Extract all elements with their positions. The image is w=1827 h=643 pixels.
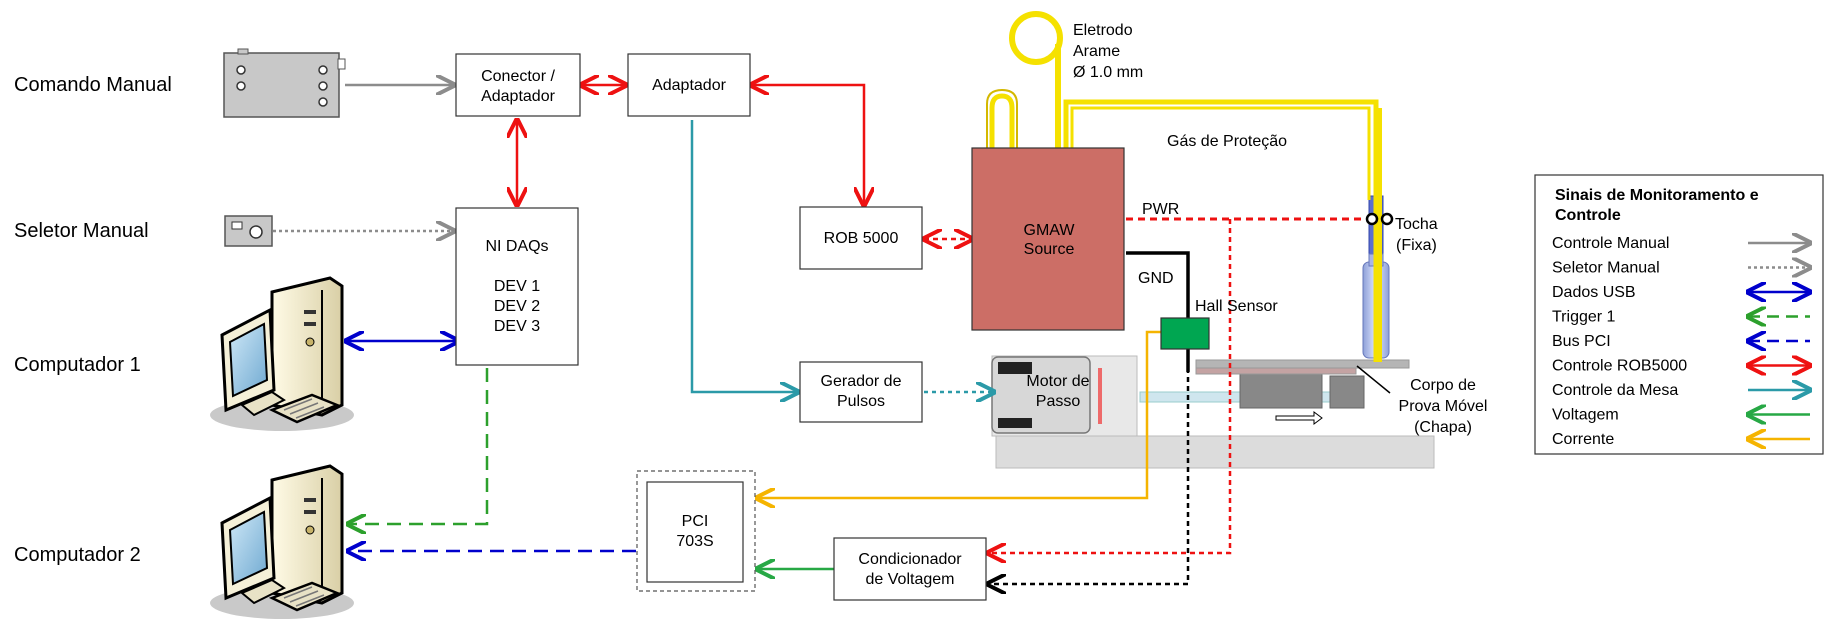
ni-daqs-box: NI DAQs DEV 1 DEV 2 DEV 3: [455, 207, 579, 366]
rob-5000-label: ROB 5000: [824, 230, 899, 247]
conector-line-2: Adaptador: [481, 88, 556, 105]
conector-adaptador-box: Conector / Adaptador: [455, 53, 581, 117]
legend: Sinais de Monitoramento e Controle Contr…: [1534, 174, 1824, 455]
corpo-line-1: Corpo de: [1410, 377, 1476, 394]
legend-box: [1534, 174, 1824, 455]
legend-item-label: Controle ROB5000: [1552, 358, 1687, 375]
hall-sensor-block: [1160, 317, 1210, 350]
legend-item-label: Corrente: [1552, 431, 1614, 448]
motor-line-2: Passo: [1036, 393, 1081, 410]
motor-line-1: Motor de: [1026, 373, 1089, 390]
legend-title-line-1: Sinais de Monitoramento e: [1555, 187, 1759, 204]
label-comando-manual: Comando Manual: [14, 74, 172, 96]
eletrodo-line-2: Arame: [1073, 43, 1120, 60]
torch-junction-wire: [1380, 212, 1394, 226]
legend-item-label: Seletor Manual: [1552, 260, 1660, 277]
rob-5000-box: ROB 5000: [799, 206, 923, 270]
label-computador-2: Computador 2: [14, 544, 141, 566]
label-seletor-manual: Seletor Manual: [14, 220, 149, 242]
ni-daqs-title: NI DAQs: [485, 238, 548, 255]
legend-item-label: Voltagem: [1552, 407, 1619, 424]
gerador-line-2: Pulsos: [837, 393, 885, 410]
pci-line-2: 703S: [676, 533, 713, 550]
connectors: [273, 85, 1391, 584]
desktop-computer-icon: [210, 464, 354, 619]
condicionador-voltagem-box: Condicionador de Voltagem: [833, 537, 987, 601]
condicionador-line-1: Condicionador: [858, 551, 962, 568]
gas-protecao-label: Gás de Proteção: [1167, 133, 1287, 150]
pci-line-1: PCI: [682, 513, 709, 530]
corpo-line-2: Prova Móvel: [1399, 398, 1488, 415]
legend-item-label: Controle da Mesa: [1552, 382, 1678, 399]
gerador-pulsos-box: Gerador de Pulsos: [799, 361, 923, 423]
adaptador-box: Adaptador: [627, 53, 751, 117]
pci-703s-box: PCI 703S: [636, 470, 756, 592]
legend-title-line-2: Controle: [1555, 207, 1621, 224]
gmaw-source-box: GMAW Source: [971, 147, 1125, 331]
eletrodo-line-1: Eletrodo: [1073, 22, 1133, 39]
torch-junction-pwr: [1365, 212, 1379, 226]
ni-daqs-dev1: DEV 1: [494, 278, 540, 295]
corpo-line-3: (Chapa): [1414, 419, 1472, 436]
label-computador-1: Computador 1: [14, 354, 141, 376]
legend-item-label: Bus PCI: [1552, 333, 1611, 350]
legend-item-label: Trigger 1: [1552, 309, 1616, 326]
legend-item-label: Dados USB: [1552, 284, 1636, 301]
tocha-line-2: (Fixa): [1396, 237, 1437, 254]
stepper-motor-illustration: [991, 356, 1102, 434]
ni-daqs-dev2: DEV 2: [494, 298, 540, 315]
pwr-label: PWR: [1142, 201, 1179, 218]
gmaw-line-1: GMAW: [1024, 222, 1076, 239]
selector-switch-icon: [224, 215, 273, 247]
legend-item-label: Controle Manual: [1552, 235, 1669, 252]
control-box-icon: [223, 48, 346, 118]
eletrodo-line-3: Ø 1.0 mm: [1073, 64, 1143, 81]
adaptador-label: Adaptador: [652, 77, 727, 94]
motor-passo-label: Motor de Passo: [1026, 373, 1089, 410]
condicionador-line-2: de Voltagem: [866, 571, 955, 588]
hall-sensor-label: Hall Sensor: [1195, 298, 1278, 315]
ni-daqs-dev3: DEV 3: [494, 318, 540, 335]
gnd-label: GND: [1138, 270, 1174, 287]
electrode-wire-spool: [986, 11, 1382, 362]
gmaw-line-2: Source: [1024, 241, 1075, 258]
gerador-line-1: Gerador de: [821, 373, 902, 390]
conector-line-1: Conector /: [481, 68, 555, 85]
tocha-line-1: Tocha: [1395, 216, 1438, 233]
desktop-computer-icon: [210, 276, 354, 431]
